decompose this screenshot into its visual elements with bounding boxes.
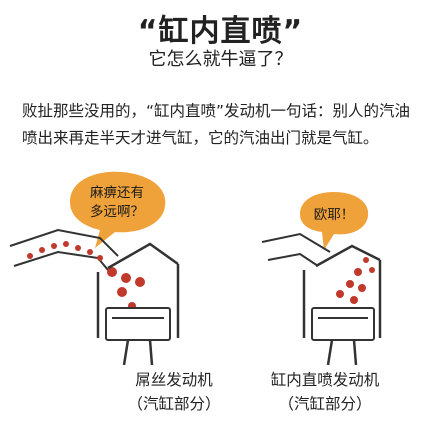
intro-line-2: 喷出来再走半天才进气缸，它的汽油出门就是气缸。	[22, 129, 379, 147]
right-bubble-text: 欧耶！	[314, 207, 355, 223]
intro-paragraph: 败扯那些没用的，“缸内直喷”发动机一句话：别人的汽油 喷出来再走半天才进气缸，它…	[22, 98, 422, 152]
left-engine-illustration: 麻痹还有 多远啊？	[9, 171, 180, 365]
right-connecting-rod	[326, 339, 358, 365]
right-caption: 缸内直喷发动机 （汽缸部分）	[240, 368, 410, 416]
left-connecting-rod	[122, 339, 154, 365]
right-caption-title: 缸内直喷发动机	[270, 371, 380, 389]
page-subtitle: 它怎么就牛逼了？	[148, 49, 293, 70]
right-caption-subtitle: （汽缸部分）	[278, 395, 372, 413]
left-speech-bubble	[70, 171, 166, 248]
right-cylinder-wall	[302, 244, 382, 338]
engine-comparison-diagram: 麻痹还有 多远啊？ 欧耶！	[9, 171, 382, 365]
right-piston	[311, 307, 375, 341]
left-bubble-line-2: 多远啊？	[90, 203, 144, 220]
left-intake-runner	[9, 228, 119, 271]
right-fuel-droplets	[336, 257, 375, 304]
intro-line-1: 败扯那些没用的，“缸内直喷”发动机一句话：别人的汽油	[22, 102, 411, 120]
left-piston	[105, 307, 171, 341]
left-cylinder-wall	[96, 242, 180, 338]
right-intake-runner	[261, 232, 331, 267]
left-caption-title: 屌丝发动机	[135, 371, 213, 389]
left-caption-subtitle: （汽缸部分）	[127, 395, 221, 413]
left-fuel-droplets	[27, 241, 145, 310]
page-title: “缸内直喷”	[137, 14, 304, 49]
right-engine-illustration: 欧耶！	[261, 192, 382, 365]
left-caption: 屌丝发动机 （汽缸部分）	[94, 368, 254, 416]
left-bubble-line-1: 麻痹还有	[90, 185, 144, 201]
right-speech-bubble	[300, 192, 369, 250]
